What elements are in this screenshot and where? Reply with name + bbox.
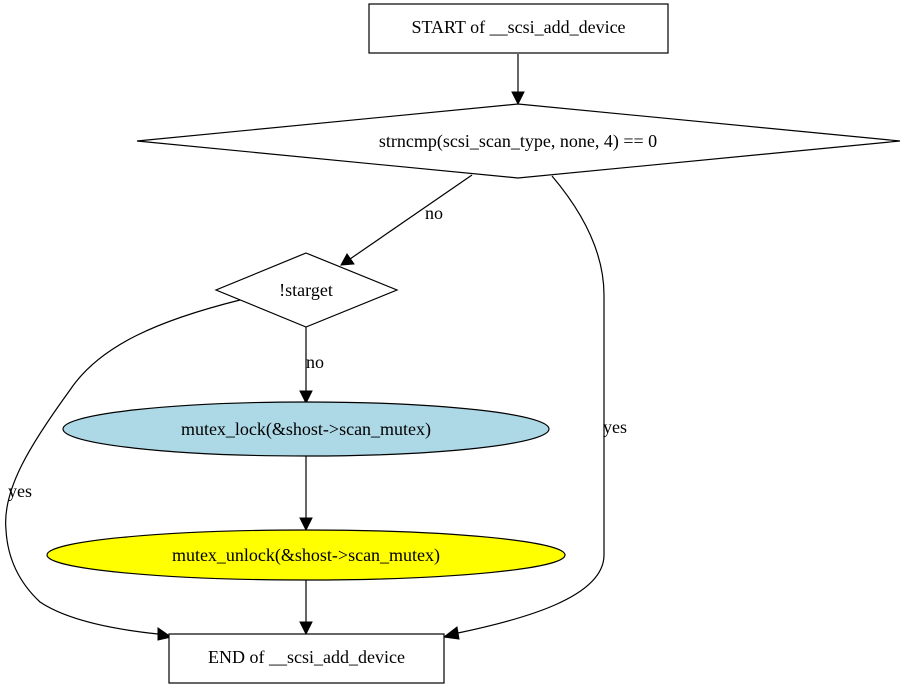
mutex-unlock-label: mutex_unlock(&shost->scan_mutex)	[172, 545, 440, 566]
start-node-label: START of __scsi_add_device	[411, 17, 625, 37]
starget-decision-label: !starget	[279, 280, 333, 300]
edge-scan-check-no: no	[340, 174, 473, 266]
arrowhead	[511, 91, 525, 106]
edge-label-no-scan: no	[425, 203, 443, 223]
edge-start-to-scan-check	[511, 54, 525, 106]
edge-label-no-starget: no	[306, 352, 324, 372]
edge-unlock-to-end	[299, 580, 313, 636]
edge-starget-no: no	[299, 327, 324, 405]
start-node: START of __scsi_add_device	[368, 3, 669, 54]
scan-type-decision-node: strncmp(scsi_scan_type, none, 4) == 0	[136, 103, 901, 179]
edge-label-yes-scan: yes	[603, 417, 627, 437]
edge-starget-yes: yes	[5, 299, 241, 641]
arrowhead	[299, 517, 313, 532]
arrowhead	[340, 253, 355, 266]
scan-type-decision-label: strncmp(scsi_scan_type, none, 4) == 0	[379, 131, 657, 152]
edge-label-yes-starget: yes	[8, 481, 32, 501]
mutex-lock-node: mutex_lock(&shost->scan_mutex)	[62, 401, 550, 457]
end-node-label: END of __scsi_add_device	[208, 647, 405, 667]
end-node: END of __scsi_add_device	[168, 633, 445, 684]
mutex-lock-label: mutex_lock(&shost->scan_mutex)	[181, 419, 431, 440]
starget-decision-node: !starget	[214, 252, 399, 328]
arrowhead	[299, 390, 313, 405]
arrowhead	[157, 627, 173, 641]
arrowhead	[299, 621, 313, 636]
arrowhead	[442, 626, 460, 640]
edge-lock-to-unlock	[299, 456, 313, 532]
mutex-unlock-node: mutex_unlock(&shost->scan_mutex)	[46, 529, 566, 581]
edge-scan-check-yes: yes	[442, 175, 627, 640]
